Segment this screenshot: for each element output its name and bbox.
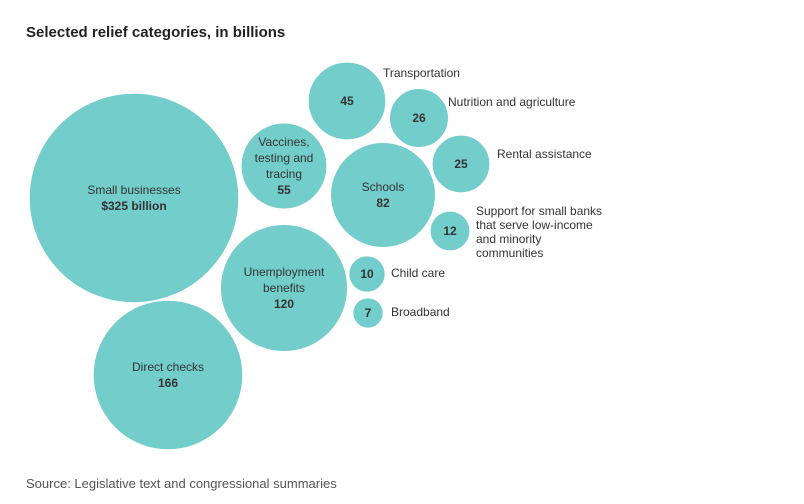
bubble-label-direct-checks: Direct checks [132,360,204,374]
bubble-child-care: 10 Child care [347,254,445,294]
bubble-circle-nutrition [388,87,450,149]
bubble-circle-direct-checks [92,299,244,451]
bubble-small-businesses: Small businesses $325 billion [28,92,240,304]
bubble-label-transportation: Transportation [383,66,460,80]
bubble-circle-broadband [351,296,385,330]
bubble-label-small-businesses: Small businesses [87,183,180,197]
bubble-rental: 25 Rental assistance [431,134,592,194]
bubble-value-small-businesses: $325 billion [101,199,166,213]
bubble-circle-child-care [347,254,387,294]
bubble-label-unemployment-benefits: benefits [263,281,305,295]
bubble-circle-unemployment-benefits [219,223,349,353]
bubble-transportation: 45 Transportation [307,61,460,141]
bubble-value-direct-checks: 166 [158,376,178,390]
bubble-label-rental: Rental assistance [497,147,592,161]
bubble-label-vaccines: tracing [266,167,302,181]
bubble-label-unemployment-benefits: Unemployment [244,265,325,279]
bubble-schools: Schools 82 [329,141,437,249]
bubble-direct-checks: Direct checks 166 [92,299,244,451]
bubble-label-vaccines: Vaccines, [258,135,309,149]
bubble-circle-small-businesses [28,92,240,304]
bubble-circle-small-banks [429,210,471,252]
bubble-label-small-banks: and minority [476,232,541,246]
bubble-value-rental: 25 [454,157,468,171]
chart-title: Selected relief categories, in billions [26,24,286,41]
bubble-value-unemployment-benefits: 120 [274,297,294,311]
bubble-label-broadband: Broadband [391,305,450,319]
bubble-label-vaccines: testing and [255,151,314,165]
bubble-label-nutrition: Nutrition and agriculture [448,95,576,109]
bubble-value-nutrition: 26 [412,111,426,125]
bubble-label-small-banks: communities [476,246,543,260]
bubble-unemployment-benefits: Unemployment benefits 120 [219,223,349,353]
bubble-circle-vaccines [240,122,328,210]
source-note: Source: Legislative text and congression… [26,476,337,491]
bubble-value-transportation: 45 [340,94,354,108]
bubble-label-small-banks: Support for small banks [476,204,602,218]
bubble-value-vaccines: 55 [277,183,291,197]
bubble-value-child-care: 10 [360,267,374,281]
bubble-label-child-care: Child care [391,266,445,280]
bubble-value-broadband: 7 [365,306,372,320]
bubble-broadband: 7 Broadband [351,296,450,330]
bubble-circle-schools [329,141,437,249]
bubble-value-schools: 82 [376,196,390,210]
bubble-vaccines: Vaccines, testing and tracing 55 [240,122,328,210]
bubble-label-small-banks: that serve low-income [476,218,593,232]
bubble-label-schools: Schools [362,180,405,194]
bubble-circle-transportation [307,61,387,141]
bubble-nutrition: 26 Nutrition and agriculture [388,87,576,149]
bubble-circle-rental [431,134,491,194]
bubble-value-small-banks: 12 [443,224,457,238]
